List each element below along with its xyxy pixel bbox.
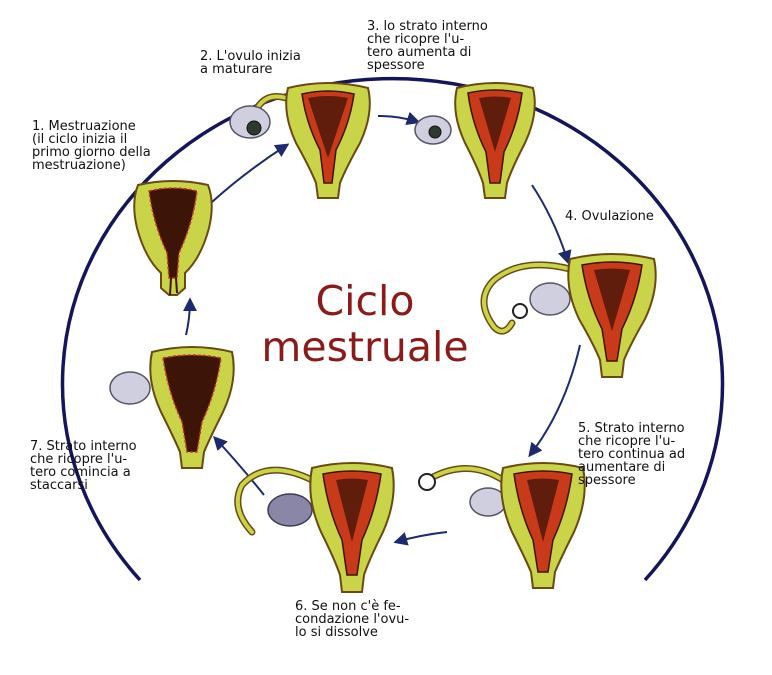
caption-line: condazione l'ovu-	[295, 612, 410, 627]
caption-line: (il ciclo inizia il	[32, 132, 128, 147]
stage-5-caption: 5. Strato interno che ricopre l'u- tero …	[578, 422, 685, 487]
stage-4-caption: 4. Ovulazione	[565, 210, 654, 223]
detaching-lining	[162, 354, 222, 453]
caption-line: tero aumenta di	[367, 45, 472, 60]
caption-line: staccarsi	[30, 478, 88, 493]
caption-line: che ricopre l'u-	[30, 452, 128, 467]
caption-line: lo si dissolve	[295, 625, 378, 640]
title-line-2: mestruale	[261, 323, 469, 371]
caption-line: a maturare	[200, 62, 273, 77]
uterine-cavity	[336, 478, 368, 542]
uterine-cavity	[594, 268, 630, 331]
diagram-title: Ciclo mestruale	[200, 278, 530, 370]
cycle-ring	[60, 76, 725, 582]
arrow-stage5-to-stage6	[393, 531, 448, 546]
caption-line: spessore	[367, 58, 425, 73]
uterine-cavity	[479, 96, 511, 152]
arrow-stage4-to-stage5	[528, 344, 581, 458]
ovary	[529, 282, 571, 316]
caption-line: primo giorno della	[32, 145, 151, 160]
caption-line: 1. Mestruazione	[32, 119, 136, 134]
menstrual-flow	[169, 277, 178, 296]
stage-3-caption: 3. lo strato interno che ricopre l'u- te…	[367, 20, 488, 72]
stage-2-uterus	[229, 82, 371, 199]
stage-6-uterus	[234, 462, 395, 593]
caption-line: 4. Ovulazione	[565, 209, 654, 224]
released-egg	[512, 303, 528, 319]
arrow-stage6-to-stage7	[213, 435, 265, 496]
caption-line: 7. Strato interno	[30, 439, 137, 454]
maturing-egg	[246, 120, 262, 136]
caption-line: tero comincia a	[30, 465, 131, 480]
arrow-stage2-to-stage3	[377, 111, 421, 126]
caption-line: 5. Strato interno	[578, 421, 685, 436]
stage-4-uterus	[480, 253, 657, 378]
stage-1-caption: 1. Mestruazione (il ciclo inizia il prim…	[32, 120, 151, 172]
stage-7-caption: 7. Strato interno che ricopre l'u- tero …	[30, 440, 137, 492]
ovary	[267, 493, 313, 527]
stage-1-uterus	[133, 180, 213, 296]
caption-line: 2. L'ovulo inizia	[200, 49, 301, 64]
stage-5-uterus	[418, 462, 586, 589]
caption-line: mestruazione)	[32, 158, 126, 173]
arrow-stage3-to-stage4	[531, 184, 572, 265]
uterine-cavity	[527, 478, 559, 542]
stage-2-caption: 2. L'ovulo inizia a maturare	[200, 50, 301, 76]
caption-line: che ricopre l'u-	[367, 32, 465, 47]
caption-line: spessore	[578, 473, 636, 488]
stage-7-uterus	[109, 346, 235, 469]
arrow-stage1-to-stage2	[211, 143, 290, 203]
stage-3-uterus	[414, 82, 536, 199]
caption-line: 6. Se non c'è fe-	[295, 599, 401, 614]
cycle-arrows	[182, 111, 581, 546]
caption-line: che ricopre l'u-	[578, 434, 676, 449]
egg-in-tube	[418, 473, 436, 491]
uterine-cavity	[308, 96, 348, 158]
caption-line: aumentare di	[578, 460, 666, 475]
caption-line: tero continua ad	[578, 447, 686, 462]
title-line-1: Ciclo	[315, 277, 415, 325]
caption-line: 3. lo strato interno	[367, 19, 488, 34]
shedding-lining	[148, 187, 198, 279]
growing-egg	[428, 125, 442, 139]
stage-6-caption: 6. Se non c'è fe- condazione l'ovu- lo s…	[295, 600, 409, 639]
ovary	[109, 371, 151, 405]
arrow-stage7-to-stage1	[182, 297, 197, 336]
